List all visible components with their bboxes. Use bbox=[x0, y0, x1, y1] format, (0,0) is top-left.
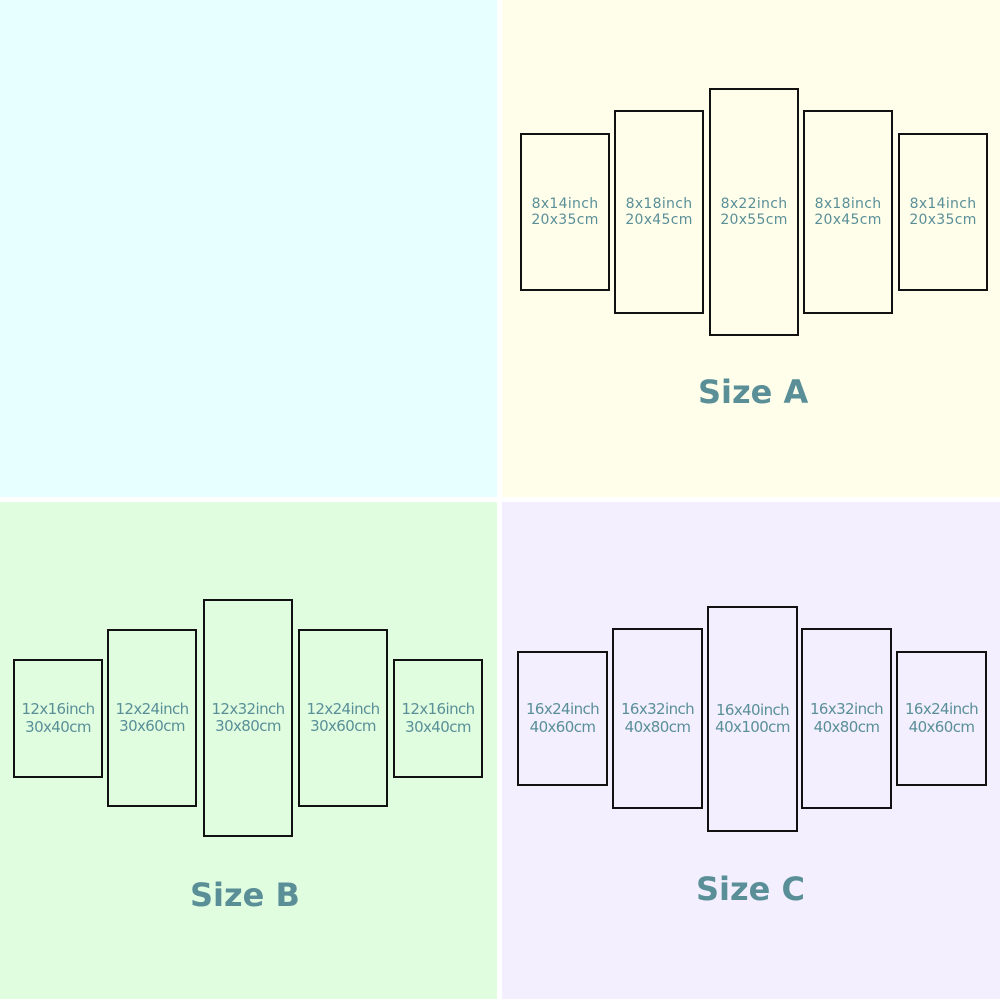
size-b-panel-1: 12x16inch 30x40cm bbox=[13, 659, 103, 778]
panel-inch-label: 16x24inch bbox=[904, 700, 979, 719]
size-a-quadrant: 8x14inch 20x35cm 8x18inch 20x45cm 8x22in… bbox=[502, 0, 1000, 497]
panel-inch-label: 16x32inch bbox=[809, 700, 884, 719]
panel-inch-label: 8x22inch bbox=[720, 195, 788, 212]
size-a-panel-2: 8x18inch 20x45cm bbox=[614, 110, 704, 314]
panel-cm-label: 30x40cm bbox=[405, 717, 471, 736]
empty-quadrant bbox=[0, 0, 497, 497]
size-c-panel-1: 16x24inch 40x60cm bbox=[517, 651, 608, 786]
panel-inch-label: 12x16inch bbox=[21, 700, 95, 719]
size-a-panel-4: 8x18inch 20x45cm bbox=[803, 110, 893, 314]
size-a-title: Size A bbox=[698, 373, 809, 411]
size-c-panel-3: 16x40inch 40x100cm bbox=[707, 606, 798, 832]
panel-cm-label: 40x60cm bbox=[908, 717, 975, 736]
panel-cm-label: 40x100cm bbox=[715, 718, 790, 736]
panel-cm-label: 20x35cm bbox=[909, 212, 977, 228]
panel-inch-label: 8x18inch bbox=[625, 195, 693, 212]
size-b-title: Size B bbox=[190, 876, 300, 914]
panel-inch-label: 12x24inch bbox=[115, 699, 189, 718]
panel-inch-label: 16x24inch bbox=[525, 700, 600, 719]
panel-cm-label: 40x80cm bbox=[624, 717, 691, 736]
panel-cm-label: 30x60cm bbox=[310, 717, 376, 735]
panel-inch-label: 8x14inch bbox=[531, 195, 599, 212]
panel-inch-label: 8x14inch bbox=[909, 195, 977, 212]
size-b-panel-5: 12x16inch 30x40cm bbox=[393, 659, 483, 778]
panel-cm-label: 30x40cm bbox=[25, 717, 91, 736]
size-c-quadrant: 16x24inch 40x60cm 16x32inch 40x80cm 16x4… bbox=[502, 502, 1000, 999]
size-b-panel-3: 12x32inch 30x80cm bbox=[203, 599, 293, 837]
size-b-panel-2: 12x24inch 30x60cm bbox=[107, 629, 197, 807]
panel-inch-label: 12x24inch bbox=[306, 699, 380, 718]
panel-cm-label: 20x55cm bbox=[720, 212, 788, 228]
panel-inch-label: 12x32inch bbox=[211, 699, 285, 718]
panel-inch-label: 16x40inch bbox=[715, 700, 790, 719]
panel-cm-label: 30x60cm bbox=[119, 717, 185, 735]
panel-cm-label: 30x80cm bbox=[215, 717, 281, 735]
size-b-panel-4: 12x24inch 30x60cm bbox=[298, 629, 388, 807]
size-c-panel-5: 16x24inch 40x60cm bbox=[896, 651, 987, 786]
panel-inch-label: 12x16inch bbox=[401, 700, 475, 719]
panel-inch-label: 8x18inch bbox=[814, 195, 882, 212]
size-c-title: Size C bbox=[696, 870, 805, 908]
size-a-panel-1: 8x14inch 20x35cm bbox=[520, 133, 610, 291]
panel-cm-label: 20x35cm bbox=[531, 212, 599, 228]
panel-cm-label: 20x45cm bbox=[814, 212, 882, 228]
size-c-panel-4: 16x32inch 40x80cm bbox=[801, 628, 892, 809]
panel-cm-label: 20x45cm bbox=[625, 212, 693, 228]
size-a-panel-5: 8x14inch 20x35cm bbox=[898, 133, 988, 291]
size-c-panel-2: 16x32inch 40x80cm bbox=[612, 628, 703, 809]
size-b-quadrant: 12x16inch 30x40cm 12x24inch 30x60cm 12x3… bbox=[0, 502, 497, 999]
size-a-panel-3: 8x22inch 20x55cm bbox=[709, 88, 799, 336]
panel-cm-label: 40x60cm bbox=[529, 717, 596, 736]
panel-inch-label: 16x32inch bbox=[620, 700, 695, 719]
panel-cm-label: 40x80cm bbox=[813, 717, 880, 736]
